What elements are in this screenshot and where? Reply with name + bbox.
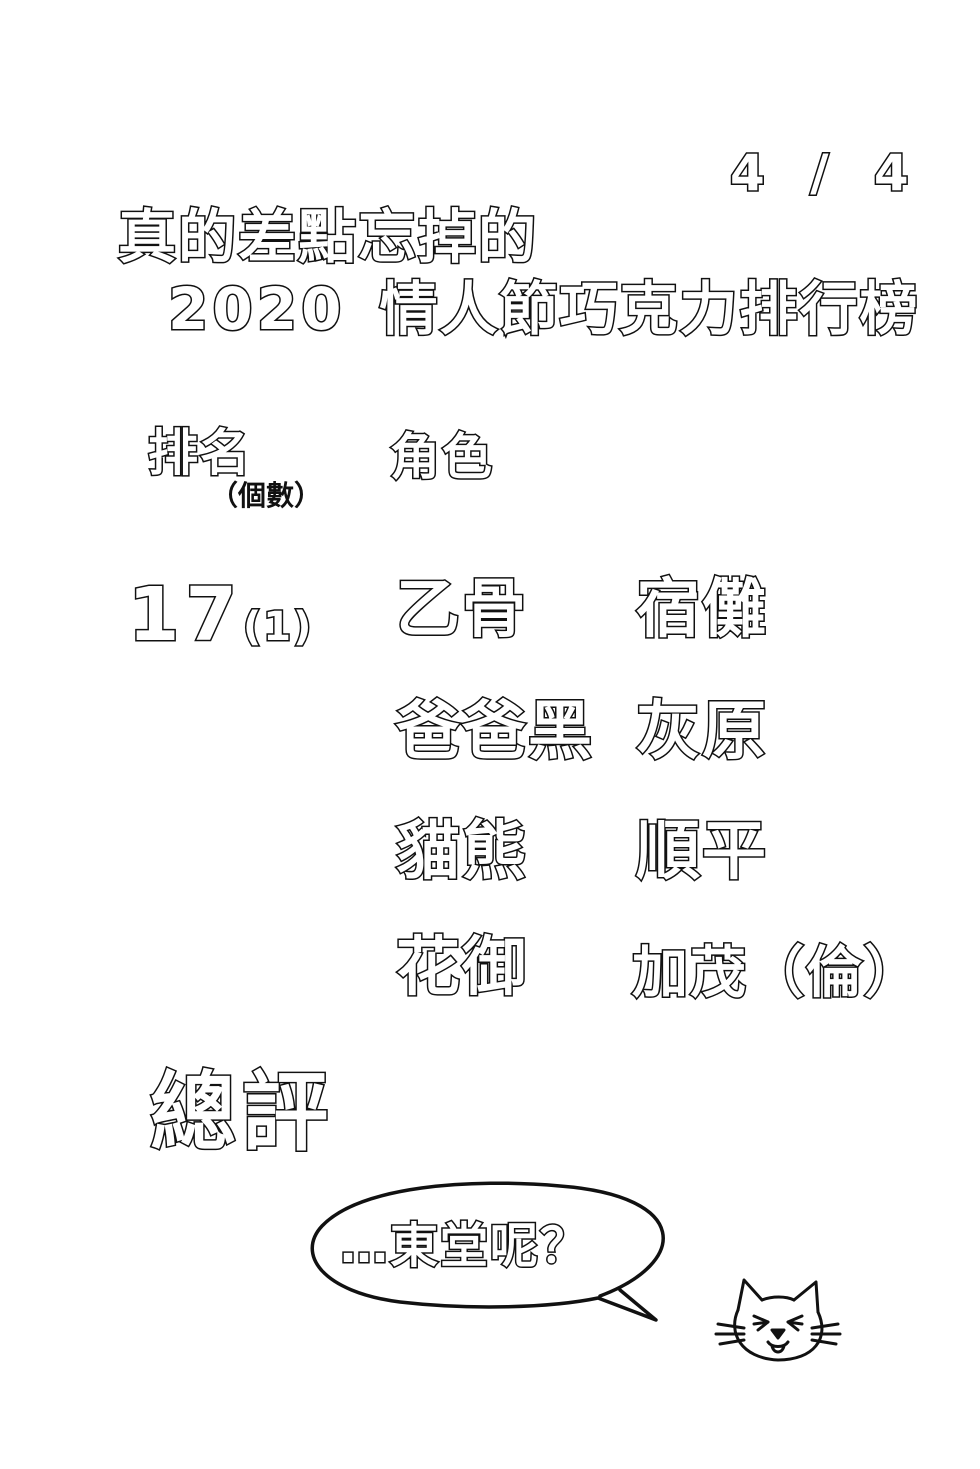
rank-value: 17(1) [127, 577, 314, 654]
character-name: 加茂（倫） [631, 941, 922, 1006]
title-year: 2020 [166, 275, 346, 343]
column-header-role: 角色 [389, 428, 494, 486]
character-name: 爸爸黑 [395, 695, 594, 769]
character-name: 貓熊 [395, 815, 528, 889]
character-name: 乙骨 [395, 573, 528, 647]
column-header-rank: 排名 [147, 424, 252, 482]
character-name: 宿儺 [635, 573, 768, 647]
character-name: 灰原 [635, 695, 768, 769]
cat-face-icon [714, 1278, 842, 1362]
title-line-1: 真的差點忘掉的 [116, 203, 539, 271]
character-name: 花御 [395, 931, 528, 1005]
rank-count: (1) [241, 604, 314, 650]
speech-bubble-text: …東堂呢？ [338, 1218, 591, 1274]
column-header-rank-sub: （個數） [210, 479, 323, 512]
character-name: 順平 [635, 815, 768, 889]
title-text: 情人節巧克力排行榜 [378, 275, 920, 343]
rank-number: 17 [127, 572, 243, 658]
summary-title: 總評 [149, 1063, 334, 1163]
page-number: 4 / 4 [729, 144, 923, 202]
